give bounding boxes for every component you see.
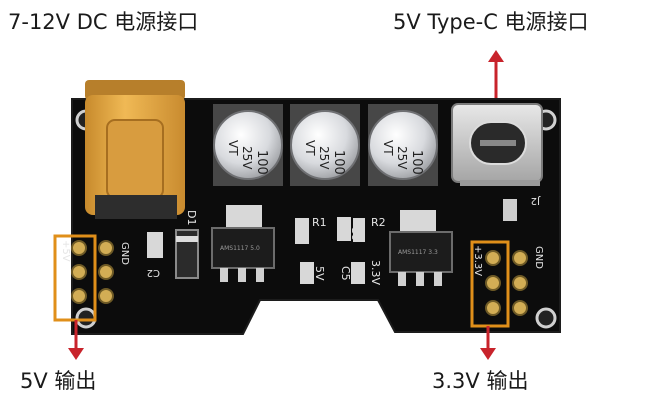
label-5v-led: 5V xyxy=(313,266,326,281)
capacitor-1: 100 25V VT xyxy=(213,104,283,186)
regulator-left: AMS1117 5.0 xyxy=(211,205,275,282)
callout-dc-jack: 7-12V DC 电源接口 xyxy=(8,10,199,34)
callout-type-c: 5V Type-C 电源接口 xyxy=(393,10,589,34)
cap1-series: VT xyxy=(226,140,240,156)
cap3-voltage: 25V xyxy=(395,146,409,170)
arrow-to-33v-label xyxy=(480,326,496,360)
cap1-value: 100 xyxy=(254,150,269,175)
header-33v-output: +3.3V GND xyxy=(470,240,544,328)
reg-left-text: AMS1117 5.0 xyxy=(220,245,260,252)
arrow-to-type-c xyxy=(488,50,504,98)
label-c2: C2 xyxy=(147,267,160,278)
arrow-to-5v-label xyxy=(68,320,84,360)
cap2-series: VT xyxy=(303,140,317,156)
dc-jack xyxy=(85,80,185,219)
label-right-plus33v: +3.3V xyxy=(472,245,483,276)
capacitor-3: 100 25V VT xyxy=(368,104,438,186)
label-33v-led: 3.3V xyxy=(369,260,382,285)
cap2-value: 100 xyxy=(331,150,346,175)
label-left-gnd: GND xyxy=(119,242,130,265)
label-r2: R2 xyxy=(371,216,386,229)
label-c5: C5 xyxy=(339,266,352,281)
cap3-series: VT xyxy=(381,140,395,156)
regulator-right: AMS1117 3.3 xyxy=(389,210,453,286)
usb-type-c-port xyxy=(451,103,543,186)
capacitor-2: 100 25V VT xyxy=(290,104,360,186)
reg-right-text: AMS1117 3.3 xyxy=(398,249,438,256)
cap1-voltage: 25V xyxy=(240,146,254,170)
header-5v-output: +5V GND xyxy=(53,234,130,322)
cap-c2 xyxy=(147,232,163,258)
label-right-gnd: GND xyxy=(533,246,544,269)
label-left-plus5v: +5V xyxy=(60,240,71,262)
cap2-voltage: 25V xyxy=(317,146,331,170)
callout-33v-output: 3.3V 输出 xyxy=(432,369,529,393)
callout-5v-output: 5V 输出 xyxy=(20,369,97,393)
cap3-value: 100 xyxy=(409,150,424,175)
label-d1: D1 xyxy=(185,210,198,225)
label-r1: R1 xyxy=(312,216,327,229)
label-j2: J2 xyxy=(531,195,541,206)
